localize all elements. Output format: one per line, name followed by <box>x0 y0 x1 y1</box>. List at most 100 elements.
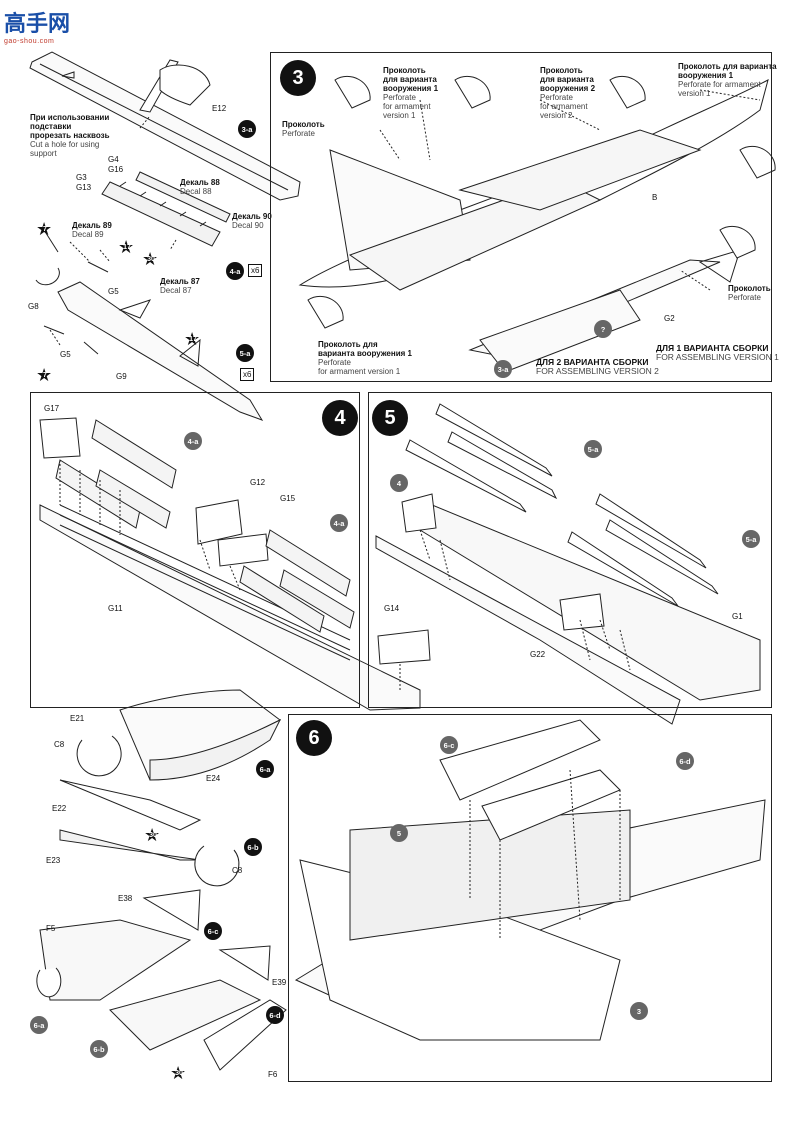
part-g14-label: G14 <box>384 604 400 613</box>
paint-star-7a-num: 7 <box>43 226 47 233</box>
asm1-en: FOR ASSEMBLING VERSION 1 <box>656 352 779 362</box>
part-e23-label: E23 <box>46 856 61 865</box>
part-e24-label: E24 <box>206 774 221 783</box>
v1-ru-1: Проколоть <box>383 66 426 75</box>
v1-en-2: for armament <box>383 102 431 111</box>
v1c-en-1: Perforate <box>318 358 351 367</box>
step-4a-ref-badge-2: 4-a <box>330 514 348 532</box>
part-f6-label: F6 <box>268 1070 278 1079</box>
decal-88-en: Decal 88 <box>180 187 212 196</box>
decal-90-en: Decal 90 <box>232 221 264 230</box>
decal-90-ru: Декаль 90 <box>232 212 272 221</box>
part-g11-label: G11 <box>108 604 123 613</box>
paint-star-7b-num: 7 <box>43 372 47 379</box>
step-5a-ref-badge-1: 5-a <box>584 440 602 458</box>
step-5a-multiplier: x6 <box>240 368 255 381</box>
step-4-number: 4 <box>322 400 358 436</box>
step-4-ref-badge: 4 <box>390 474 408 492</box>
decal-88-ru: Декаль 88 <box>180 178 220 187</box>
v2-ru-3: вооружения 2 <box>540 84 596 93</box>
part-g15-label: G15 <box>280 494 296 503</box>
paint-star-30b: ★30 <box>144 825 161 845</box>
v2-ru-1: Проколоть <box>540 66 583 75</box>
v2-en-1: Perforate <box>540 93 573 102</box>
part-e21-label: E21 <box>70 714 85 723</box>
cut-hole-note: При использовании подставки прорезать на… <box>30 113 110 158</box>
decal-87-en: Decal 87 <box>160 286 192 295</box>
v1c-ru-1: Проколоть для <box>318 340 378 349</box>
perf-en: Perforate <box>282 129 315 138</box>
v1b-en-1: Perforate for armament <box>678 80 761 89</box>
part-e38-label: E38 <box>118 894 133 903</box>
paint-star-17: ★17 <box>118 237 135 257</box>
v1-ru-3: вооружения 1 <box>383 84 439 93</box>
part-c8-label-a: C8 <box>54 740 65 749</box>
part-f5-label: F5 <box>46 924 56 933</box>
step-3-ref-badge: 3 <box>630 1002 648 1020</box>
v1b-en-2: version 1 <box>678 89 711 98</box>
part-g16-label: G16 <box>108 165 124 174</box>
part-g8-label: G8 <box>28 302 39 311</box>
paint-star-17-num: 17 <box>123 244 131 251</box>
step-4a-ref-badge-1: 4-a <box>184 432 202 450</box>
step-5a-ref-badge-2: 5-a <box>742 530 760 548</box>
part-g9-label: G9 <box>116 372 127 381</box>
part-g12-label: G12 <box>250 478 266 487</box>
paint-star-7b: ★7 <box>36 365 53 385</box>
step-5-panel <box>368 392 772 708</box>
step-6d-ref-badge: 6-d <box>676 752 694 770</box>
part-e22-label: E22 <box>52 804 67 813</box>
step-6-number: 6 <box>296 720 332 756</box>
part-c8-label-b: C8 <box>232 866 243 875</box>
step-5-number: 5 <box>372 400 408 436</box>
decal-87-ru: Декаль 87 <box>160 277 200 286</box>
step-3a-badge: 3-a <box>238 120 256 138</box>
paint-star-30b-num: 30 <box>149 832 157 839</box>
paint-star-17b-num: 17 <box>189 336 197 343</box>
asm2-ru: ДЛЯ 2 ВАРИАНТА СБОРКИ <box>536 357 649 367</box>
site-logo: 高手网 gao-shou.com <box>4 6 70 45</box>
part-e12-label: E12 <box>212 104 227 113</box>
part-g22-label: G22 <box>530 650 546 659</box>
note-ru-line-2: подставки <box>30 122 72 131</box>
part-g1-label: G1 <box>732 612 743 621</box>
part-e39-label: E39 <box>272 978 287 987</box>
v2-ru-2: для варианта <box>540 75 594 84</box>
step-4a-badge: 4-a <box>226 262 244 280</box>
step-3a-ref-badge: 3-a <box>494 360 512 378</box>
step-6b-ref-badge: 6-b <box>90 1040 108 1058</box>
note-ru-line-1: При использовании <box>30 113 110 122</box>
v1-en-1: Perforate <box>383 93 416 102</box>
v1b-ru-1: Проколоть для варианта <box>678 62 777 71</box>
perf2-ru: Проколоть <box>728 284 771 293</box>
part-g3-label: G3 <box>76 173 87 182</box>
step-6d-badge: 6-d <box>266 1006 284 1024</box>
step-6b-badge: 6-b <box>244 838 262 856</box>
question-icon: ? <box>594 320 612 338</box>
v1-en-3: version 1 <box>383 111 416 120</box>
note-en-line-2: support <box>30 149 57 158</box>
v2-en-2: for armament <box>540 102 588 111</box>
step-5a-badge: 5-a <box>236 344 254 362</box>
part-g17-label: G17 <box>44 404 60 413</box>
asm2-en: FOR ASSEMBLING VERSION 2 <box>536 366 659 376</box>
perf-ru: Проколоть <box>282 120 325 129</box>
step-3-number: 3 <box>280 60 316 96</box>
logo-text: 高手网 <box>4 12 71 37</box>
v1b-ru-2: вооружения 1 <box>678 71 734 80</box>
part-g4-label: G4 <box>108 155 119 164</box>
part-g5-label-top: G5 <box>108 287 119 296</box>
paint-star-30-num: 30 <box>147 256 155 263</box>
paint-star-17b: ★17 <box>184 329 201 349</box>
logo-subtext: gao-shou.com <box>4 38 55 45</box>
part-g5-label-bottom: G5 <box>60 350 71 359</box>
